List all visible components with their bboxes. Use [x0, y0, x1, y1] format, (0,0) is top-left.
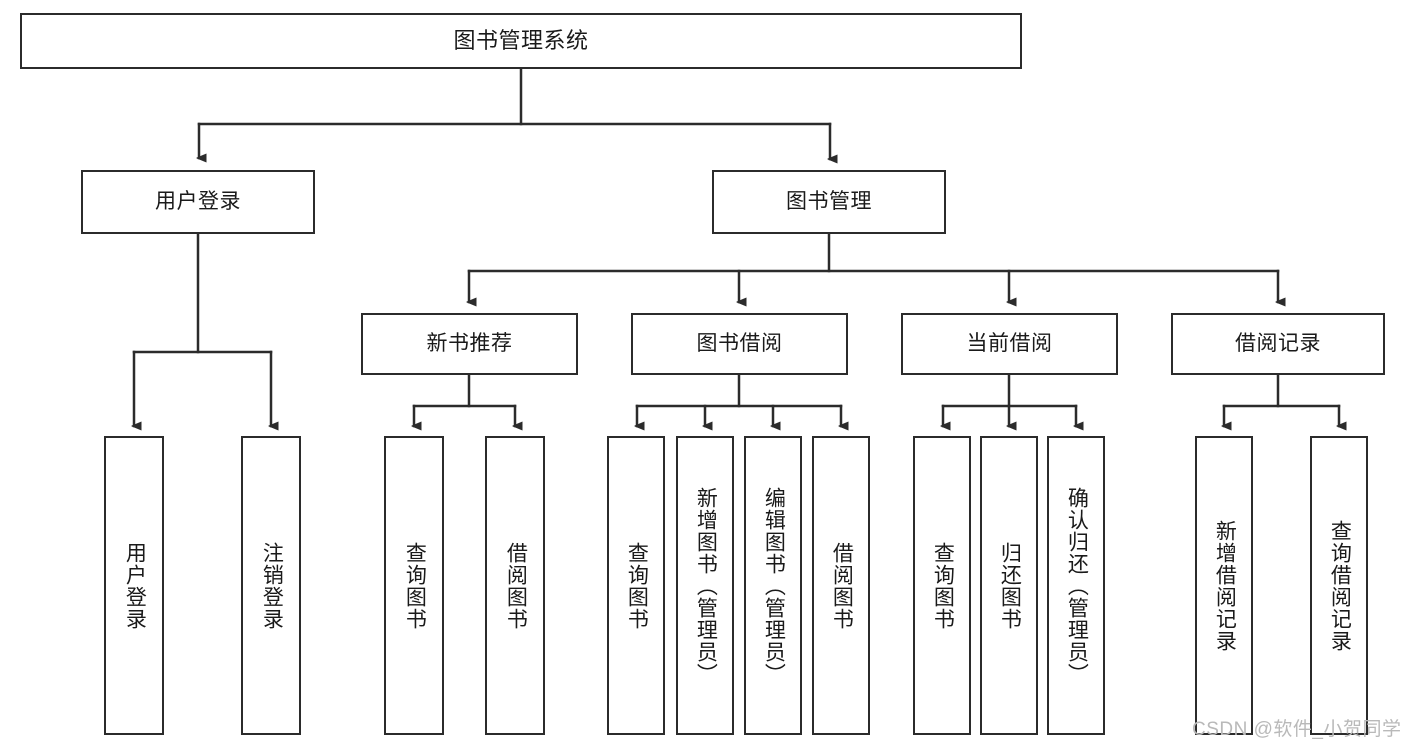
csdn-watermark: CSDN @软件_小贺同学: [1192, 719, 1402, 740]
node-label: 图书管理系统: [453, 27, 589, 53]
node-label: 用户登录: [123, 541, 147, 630]
leaf-new-book-borrow-book[interactable]: 借阅图书: [485, 436, 545, 735]
node-label: 查询图书: [625, 541, 649, 630]
node-label: 归还图书: [998, 541, 1022, 630]
node-label: 图书借阅: [696, 332, 783, 356]
node-label: 查询借阅记录: [1328, 519, 1352, 652]
leaf-borrow-borrow-book[interactable]: 借阅图书: [812, 436, 870, 735]
leaf-current-confirm-return-admin[interactable]: 确认归还（管理员）: [1047, 436, 1105, 735]
node-label: 借阅记录: [1235, 332, 1321, 356]
leaf-borrow-edit-book-admin[interactable]: 编辑图书（管理员）: [744, 436, 802, 735]
leaf-user-login[interactable]: 用户登录: [104, 436, 164, 735]
node-label: 新增借阅记录: [1213, 519, 1237, 652]
leaf-record-add-borrow-record[interactable]: 新增借阅记录: [1195, 436, 1253, 735]
node-current-borrow[interactable]: 当前借阅: [901, 313, 1118, 375]
node-label: 编辑图书（管理员）: [762, 486, 786, 685]
node-label: 用户登录: [155, 190, 241, 214]
node-label: 借阅图书: [504, 541, 528, 630]
node-new-book-recommendation[interactable]: 新书推荐: [361, 313, 578, 375]
node-label: 查询图书: [403, 541, 427, 630]
leaf-record-query-borrow-record[interactable]: 查询借阅记录: [1310, 436, 1368, 735]
node-label: 确认归还（管理员）: [1065, 486, 1089, 685]
node-label: 新增图书（管理员）: [694, 486, 718, 685]
node-user-login[interactable]: 用户登录: [81, 170, 315, 234]
node-label: 借阅图书: [830, 541, 854, 630]
leaf-borrow-add-book-admin[interactable]: 新增图书（管理员）: [676, 436, 734, 735]
node-label: 新书推荐: [426, 332, 513, 356]
node-book-management[interactable]: 图书管理: [712, 170, 946, 234]
leaf-logout[interactable]: 注销登录: [241, 436, 301, 735]
node-label: 注销登录: [260, 541, 284, 630]
node-label: 图书管理: [786, 190, 872, 214]
leaf-borrow-query-book[interactable]: 查询图书: [607, 436, 665, 735]
node-book-borrow[interactable]: 图书借阅: [631, 313, 848, 375]
node-label: 当前借阅: [966, 332, 1053, 356]
leaf-current-query-book[interactable]: 查询图书: [913, 436, 971, 735]
leaf-new-book-query-book[interactable]: 查询图书: [384, 436, 444, 735]
node-borrow-record[interactable]: 借阅记录: [1171, 313, 1385, 375]
leaf-current-return-book[interactable]: 归还图书: [980, 436, 1038, 735]
node-label: 查询图书: [931, 541, 955, 630]
node-root-book-management-system[interactable]: 图书管理系统: [20, 13, 1022, 69]
